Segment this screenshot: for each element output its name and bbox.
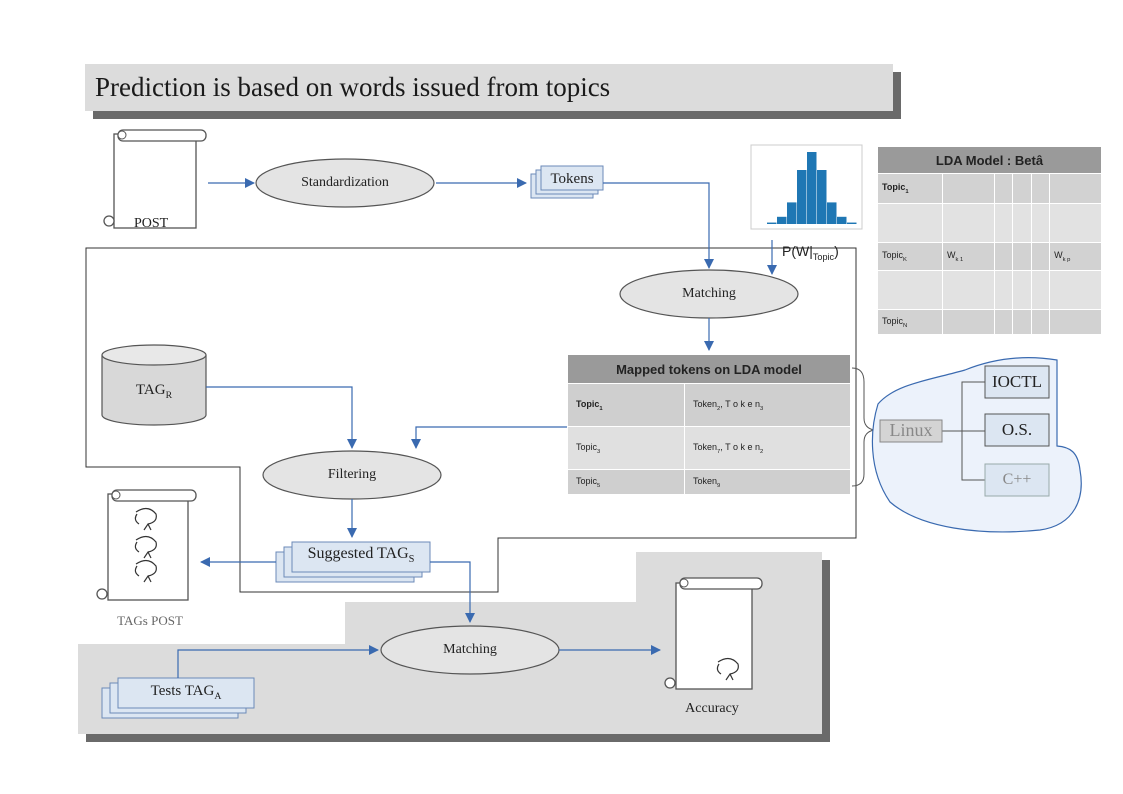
- tags-post-document: [96, 489, 197, 601]
- tag-r-label: TAGR: [135, 382, 173, 401]
- tag-r-database: [101, 344, 207, 426]
- matching-top-label: Matching: [682, 286, 736, 301]
- standardization-node: [255, 158, 435, 208]
- mapped-row-tokens: Token7, T o k e n2: [684, 426, 851, 470]
- linux-cluster-cloud: [871, 357, 1082, 533]
- ioctl-label: IOCTL: [991, 372, 1043, 391]
- histogram-bar: [837, 216, 847, 224]
- ioctl-box: [984, 365, 1050, 399]
- linux-label: Linux: [889, 420, 933, 440]
- accuracy-label: Accuracy: [685, 701, 739, 716]
- linux-box: [879, 419, 943, 443]
- histogram-bar: [827, 202, 837, 224]
- histogram-bars: [767, 152, 857, 224]
- page-title: Prediction is based on words issued from…: [95, 72, 611, 102]
- mapped-tokens-table: Mapped tokens on LDA model Topic1 Token2…: [567, 354, 851, 495]
- tokens-label: Tokens: [550, 171, 594, 187]
- os-label: O.S.: [1001, 420, 1033, 439]
- standardization-label: Standardization: [301, 175, 389, 190]
- mapped-row-topic: Topic3: [567, 426, 685, 470]
- table-cluster-brace: [851, 367, 875, 487]
- tags-post-label: TAGs POST: [117, 613, 183, 628]
- p-w-topic-label: P(W|Topic): [782, 243, 839, 262]
- histogram-bar: [807, 152, 817, 224]
- lda-w-kp: Wk p: [1049, 242, 1102, 271]
- mapped-row-tokens: Token2, T o k e n3: [684, 383, 851, 427]
- suggested-tag-label: Suggested TAGS: [307, 545, 415, 566]
- lda-topic-k: TopicK: [877, 242, 943, 271]
- mapped-table-title: Mapped tokens on LDA model: [567, 354, 851, 384]
- process-region-border: [85, 247, 857, 593]
- histogram-bar: [777, 216, 787, 224]
- histogram-bar: [767, 222, 777, 224]
- tests-tag-label: Tests TAGA: [150, 683, 222, 702]
- histogram-bar: [817, 170, 827, 224]
- lda-w-k1: Wk 1: [942, 242, 995, 271]
- lda-beta-table: LDA Model : Betâ Topic1 TopicK Wk 1 Wk p…: [877, 146, 1102, 335]
- histogram-bar: [787, 202, 797, 224]
- cpp-box: [984, 463, 1050, 497]
- accuracy-document: [664, 577, 763, 690]
- cpp-label: C++: [1002, 471, 1032, 488]
- tests-stack: [101, 677, 255, 719]
- lda-topic-n: TopicN: [877, 309, 943, 335]
- histogram-bar: [797, 170, 807, 224]
- suggested-stack: [275, 541, 431, 583]
- histogram-bar: [847, 222, 857, 224]
- mapped-row-topic: Topic5: [567, 469, 685, 495]
- lda-table-title: LDA Model : Betâ: [877, 146, 1102, 174]
- lda-topic-1: Topic1: [877, 173, 943, 204]
- os-box: [984, 413, 1050, 447]
- filtering-label: Filtering: [327, 467, 377, 482]
- tokens-stack: [530, 165, 604, 199]
- matching-bottom-label: Matching: [443, 642, 497, 657]
- mapped-row-topic: Topic1: [567, 383, 685, 427]
- mapped-row-tokens: Token9: [684, 469, 851, 495]
- post-label: POST: [134, 216, 169, 231]
- title-box: Prediction is based on words issued from…: [85, 64, 893, 111]
- post-document: [103, 129, 207, 229]
